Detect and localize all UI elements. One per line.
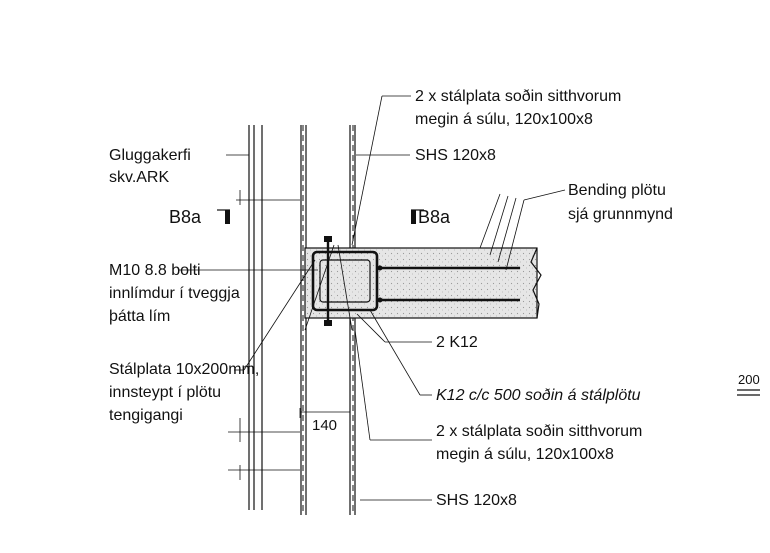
scale-label: 200 bbox=[738, 372, 760, 387]
label-bending-line1: Bending plötu bbox=[568, 182, 666, 199]
label-shs-bottom: SHS 120x8 bbox=[436, 492, 517, 509]
label-shs-top: SHS 120x8 bbox=[415, 147, 496, 164]
section-marker-left bbox=[217, 209, 230, 224]
label-bolt-line3: þátta lím bbox=[109, 308, 170, 325]
section-marker-right bbox=[411, 209, 424, 224]
label-window-line1: Gluggakerfi bbox=[109, 147, 191, 164]
label-bottom-plates-line1: 2 x stálplata soðin sitthvorum bbox=[436, 423, 642, 440]
leader-lines bbox=[178, 95, 432, 501]
label-k12: K12 c/c 500 soðin á stálplötu bbox=[436, 387, 641, 404]
bending-leaders bbox=[479, 189, 566, 271]
label-bolt-line1: M10 8.8 bolti bbox=[109, 262, 201, 279]
dimension-140: 140 bbox=[312, 417, 337, 434]
label-plate-line3: tengigangi bbox=[109, 407, 183, 424]
dimension-lines bbox=[228, 190, 351, 480]
label-window-line2: skv.ARK bbox=[109, 169, 169, 186]
label-section-right: B8a bbox=[418, 207, 451, 227]
connection-plate bbox=[311, 236, 520, 326]
label-top-plates-line2: megin á súlu, 120x100x8 bbox=[415, 111, 593, 128]
label-bending-line2: sjá grunnmynd bbox=[568, 206, 673, 223]
label-top-plates-line1: 2 x stálplata soðin sitthvorum bbox=[415, 88, 621, 105]
label-rebar: 2 K12 bbox=[436, 334, 478, 351]
label-section-left: B8a bbox=[169, 207, 202, 227]
label-plate-line1: Stálplata 10x200mm, bbox=[109, 361, 259, 378]
label-bolt-line2: innlímdur í tveggja bbox=[109, 285, 240, 302]
scale-marker bbox=[737, 389, 760, 396]
window-frame bbox=[248, 125, 263, 510]
label-bottom-plates-line2: megin á súlu, 120x100x8 bbox=[436, 446, 614, 463]
label-plate-line2: innsteypt í plötu bbox=[109, 384, 221, 401]
